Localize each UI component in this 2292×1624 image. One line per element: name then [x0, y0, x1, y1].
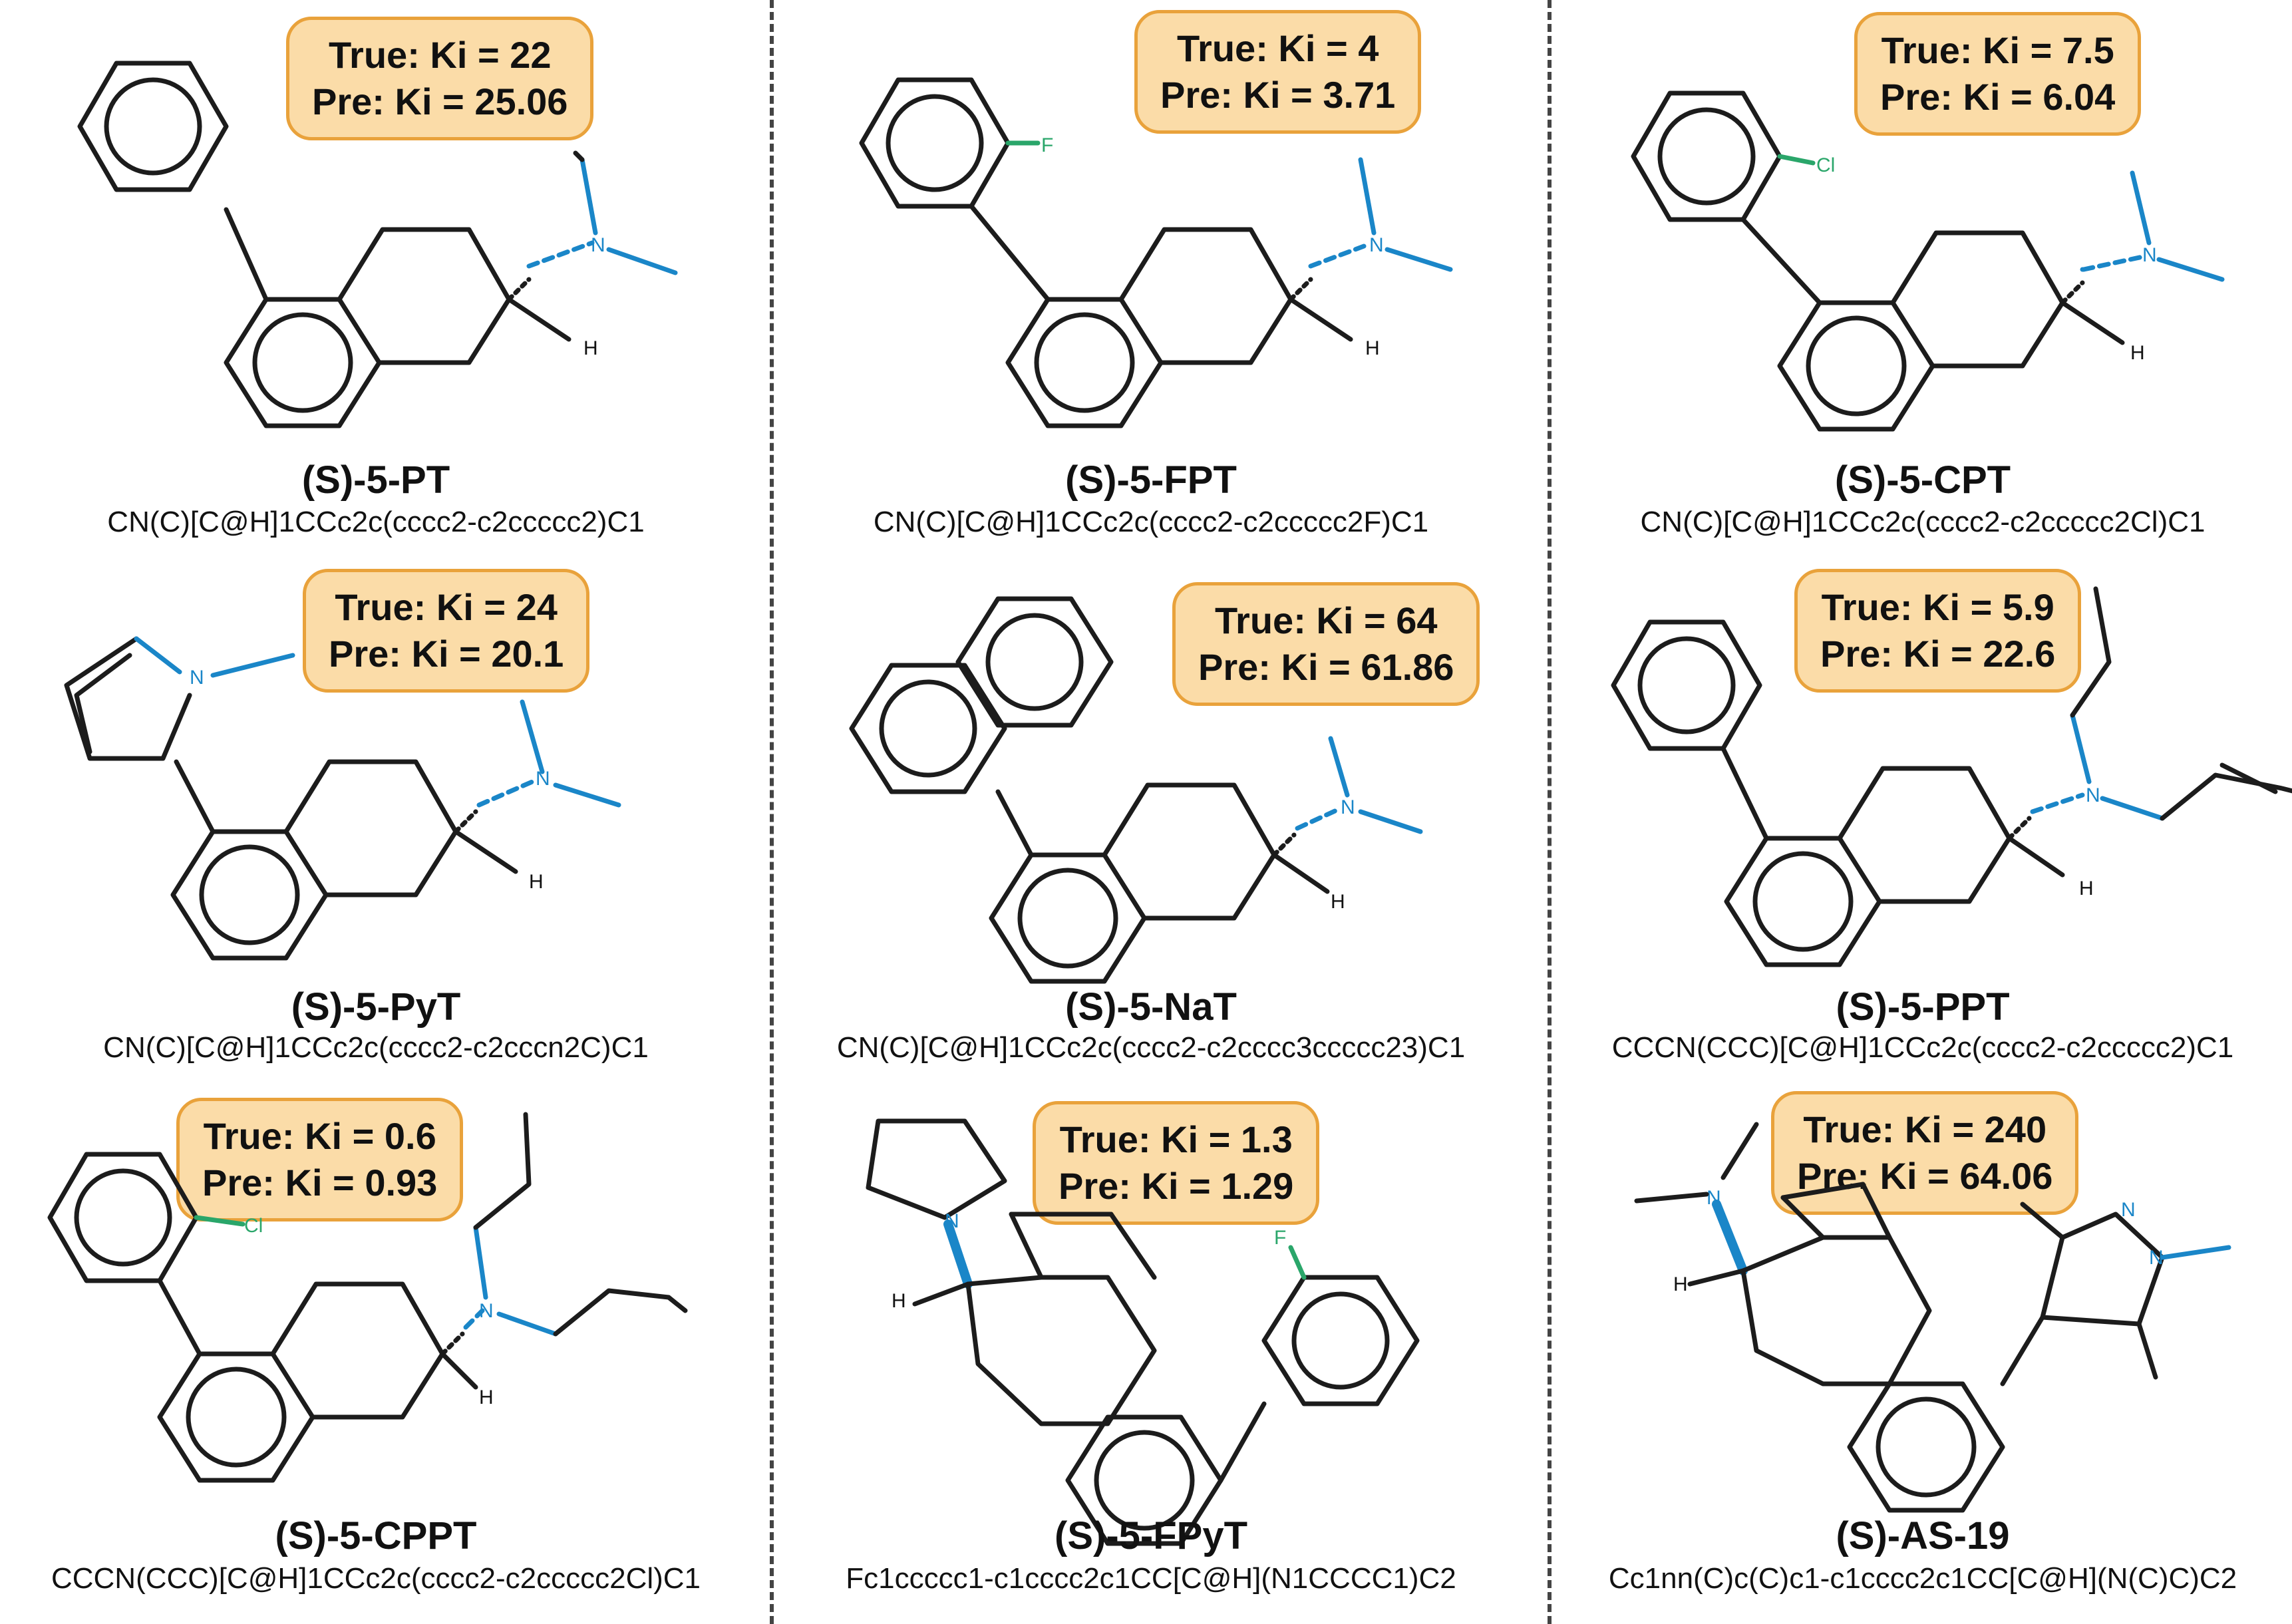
- true-ki-label: True: Ki = 0.6: [203, 1115, 436, 1157]
- pred-ki-label: Pre: Ki = 20.1: [329, 633, 564, 675]
- ki-badge: True: Ki = 7.5 Pre: Ki = 6.04: [1854, 12, 2142, 136]
- molecule-structure: F N H: [859, 77, 1453, 428]
- hydrogen-atom-label: H: [479, 1386, 494, 1408]
- pyrazole-nitrogen-2-label: N: [2149, 1247, 2164, 1269]
- nitrogen-atom-label: N: [1341, 796, 1355, 818]
- molecule-structure: N H: [1611, 586, 2292, 967]
- compound-name: (S)-5-PPT: [1836, 985, 2010, 1029]
- molecule-structure: Cl N H: [47, 1112, 688, 1483]
- nitrogen-atom-label: N: [479, 1300, 494, 1322]
- true-ki-label: True: Ki = 7.5: [1881, 29, 2114, 71]
- compound-smiles: CN(C)[C@H]1CCc2c(cccc2-c2cccc3ccccc23)C1: [836, 1031, 1466, 1064]
- molecule-structure: N N H: [64, 636, 621, 961]
- compound-name: (S)-5-CPPT: [275, 1514, 477, 1557]
- compound-name: (S)-5-PT: [301, 458, 450, 502]
- nitrogen-atom-label: N: [1369, 234, 1384, 256]
- compound-card-5-fpt: True: Ki = 4 Pre: Ki = 3.71 F N H (S)-5-…: [785, 0, 1517, 538]
- compound-smiles: CN(C)[C@H]1CCc2c(cccc2-c2ccccc2)C1: [107, 506, 645, 538]
- compound-card-5-pyt: True: Ki = 24 Pre: Ki = 20.1 N N H (S)-5…: [10, 552, 742, 1071]
- pred-ki-label: Pre: Ki = 0.93: [202, 1162, 438, 1204]
- amine-nitrogen-label: N: [1707, 1187, 1721, 1209]
- compound-name: (S)-5-FPT: [1065, 458, 1237, 502]
- nitrogen-atom-label: N: [536, 768, 550, 790]
- molecule-structure: N H F: [866, 1118, 1420, 1546]
- ki-badge: True: Ki = 22 Pre: Ki = 25.06: [286, 17, 594, 140]
- compound-card-5-ppt: True: Ki = 5.9 Pre: Ki = 22.6 N H (S)-5-…: [1557, 552, 2292, 1071]
- molecule-structure: N H: [849, 596, 1423, 984]
- nitrogen-atom-label: N: [2142, 244, 2157, 266]
- fluorine-atom-label: F: [1274, 1227, 1286, 1249]
- hydrogen-atom-label: H: [583, 337, 598, 359]
- true-ki-label: True: Ki = 24: [335, 586, 558, 628]
- ki-badge: True: Ki = 1.3 Pre: Ki = 1.29: [1033, 1101, 1320, 1225]
- compound-card-5-cppt: True: Ki = 0.6 Pre: Ki = 0.93 Cl N H (S)…: [10, 1084, 742, 1603]
- compound-card-5-fpyt: True: Ki = 1.3 Pre: Ki = 1.29 N H F (S)-…: [785, 1084, 1517, 1603]
- pred-ki-label: Pre: Ki = 22.6: [1820, 633, 2056, 675]
- column-divider-right: [1548, 0, 1552, 1624]
- true-ki-label: True: Ki = 64: [1214, 599, 1438, 641]
- compound-smiles: CN(C)[C@H]1CCc2c(cccc2-c2cccn2C)C1: [103, 1031, 649, 1064]
- compound-name: (S)-5-PyT: [291, 985, 461, 1029]
- true-ki-label: True: Ki = 240: [1803, 1108, 2047, 1150]
- ki-badge: True: Ki = 24 Pre: Ki = 20.1: [303, 569, 590, 693]
- ki-badge: True: Ki = 4 Pre: Ki = 3.71: [1134, 10, 1422, 134]
- column-divider-left: [770, 0, 774, 1624]
- nitrogen-atom-label: N: [591, 234, 605, 256]
- compound-smiles: CN(C)[C@H]1CCc2c(cccc2-c2ccccc2F)C1: [873, 506, 1429, 538]
- pyrrole-nitrogen-label: N: [190, 667, 204, 689]
- compound-smiles: Cc1nn(C)c(C)c1-c1cccc2c1CC[C@H](N(C)C)C2: [1608, 1562, 2237, 1595]
- ki-badge: True: Ki = 0.6 Pre: Ki = 0.93: [176, 1098, 464, 1221]
- hydrogen-atom-label: H: [2130, 342, 2145, 364]
- true-ki-label: True: Ki = 5.9: [1821, 586, 2054, 628]
- pyrazole-nitrogen-1-label: N: [2121, 1199, 2136, 1221]
- compound-card-as-19: True: Ki = 240 Pre: Ki = 64.06 N H N N (…: [1557, 1084, 2289, 1603]
- ki-badge: True: Ki = 240 Pre: Ki = 64.06: [1771, 1091, 2079, 1215]
- pyrrolidine-nitrogen-label: N: [945, 1210, 959, 1232]
- compound-card-5-pt: True: Ki = 22 Pre: Ki = 25.06 N H (S)-5-…: [10, 0, 742, 538]
- compound-name: (S)-5-NaT: [1065, 985, 1237, 1029]
- hydrogen-atom-label: H: [1673, 1273, 1688, 1295]
- hydrogen-atom-label: H: [892, 1290, 906, 1312]
- fluorine-atom-label: F: [1041, 134, 1053, 156]
- compound-card-5-nat: True: Ki = 64 Pre: Ki = 61.86 N H (S)-5-…: [785, 552, 1517, 1071]
- hydrogen-atom-label: H: [1331, 891, 1345, 913]
- compound-smiles: CCCN(CCC)[C@H]1CCc2c(cccc2-c2ccccc2Cl)C1: [51, 1562, 701, 1595]
- pred-ki-label: Pre: Ki = 61.86: [1198, 646, 1454, 688]
- ki-badge: True: Ki = 64 Pre: Ki = 61.86: [1172, 582, 1480, 706]
- true-ki-label: True: Ki = 4: [1176, 27, 1379, 69]
- true-ki-label: True: Ki = 22: [328, 34, 552, 76]
- true-ki-label: True: Ki = 1.3: [1059, 1118, 1293, 1160]
- compound-name: (S)-AS-19: [1836, 1514, 2010, 1557]
- ki-badge: True: Ki = 5.9 Pre: Ki = 22.6: [1794, 569, 2082, 693]
- pred-ki-label: Pre: Ki = 3.71: [1160, 74, 1396, 116]
- molecule-structure: N H N N: [1634, 1122, 2231, 1513]
- hydrogen-atom-label: H: [529, 871, 544, 893]
- molecule-structure: N H: [77, 61, 678, 428]
- compound-smiles: CCCN(CCC)[C@H]1CCc2c(cccc2-c2ccccc2)C1: [1611, 1031, 2234, 1064]
- hydrogen-atom-label: H: [2079, 878, 2094, 899]
- pred-ki-label: Pre: Ki = 6.04: [1880, 76, 2116, 118]
- nitrogen-atom-label: N: [2086, 784, 2100, 806]
- compound-smiles: Fc1ccccc1-c1cccc2c1CC[C@H](N1CCCC1)C2: [846, 1562, 1456, 1595]
- compound-smiles: CN(C)[C@H]1CCc2c(cccc2-c2ccccc2Cl)C1: [1640, 506, 2206, 538]
- hydrogen-atom-label: H: [1365, 337, 1380, 359]
- compound-name: (S)-5-FPyT: [1055, 1514, 1247, 1557]
- compound-card-5-cpt: True: Ki = 7.5 Pre: Ki = 6.04 Cl N H (S)…: [1557, 0, 2289, 538]
- pred-ki-label: Pre: Ki = 1.29: [1059, 1165, 1294, 1207]
- compound-name: (S)-5-CPT: [1834, 458, 2011, 502]
- chlorine-atom-label: Cl: [1816, 154, 1835, 176]
- molecule-structure: Cl N H: [1631, 90, 2225, 432]
- pred-ki-label: Pre: Ki = 25.06: [312, 81, 568, 122]
- chlorine-atom-label: Cl: [244, 1215, 263, 1237]
